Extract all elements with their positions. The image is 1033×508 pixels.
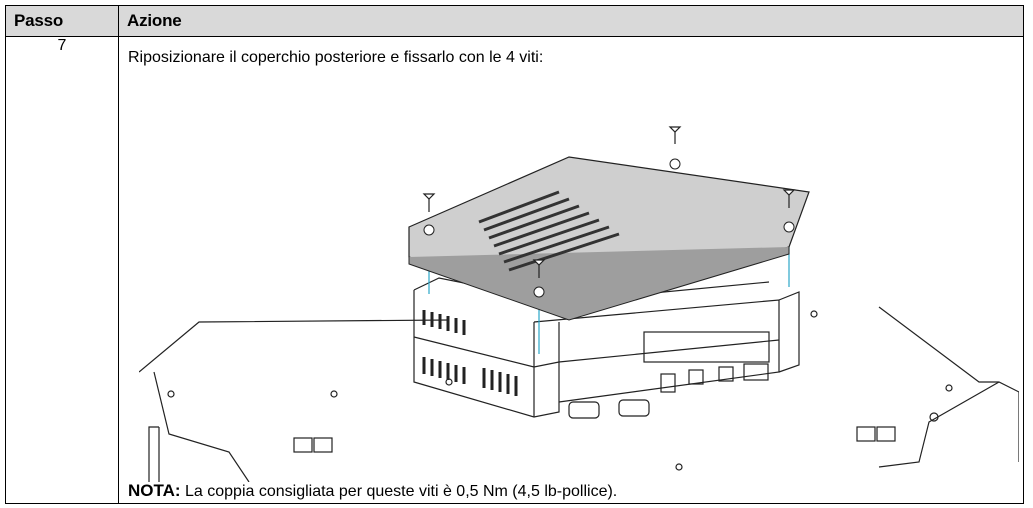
procedure-table: Passo Azione 7 Riposizionare il coperchi… (5, 5, 1024, 504)
rear-cover-illustration (139, 126, 1019, 482)
note-body: La coppia consigliata per queste viti è … (180, 483, 618, 500)
header-step: Passo (5, 5, 119, 37)
note-text: NOTA: La coppia consigliata per queste v… (128, 481, 617, 501)
table-row: 7 Riposizionare il coperchio posteriore … (5, 36, 1024, 504)
table-header-row: Passo Azione (5, 5, 1024, 37)
action-cell: Riposizionare il coperchio posteriore e … (118, 36, 1024, 504)
step-number: 7 (5, 36, 119, 504)
header-action: Azione (118, 5, 1024, 37)
note-label: NOTA: (128, 481, 181, 500)
instruction-text: Riposizionare il coperchio posteriore e … (128, 49, 544, 66)
